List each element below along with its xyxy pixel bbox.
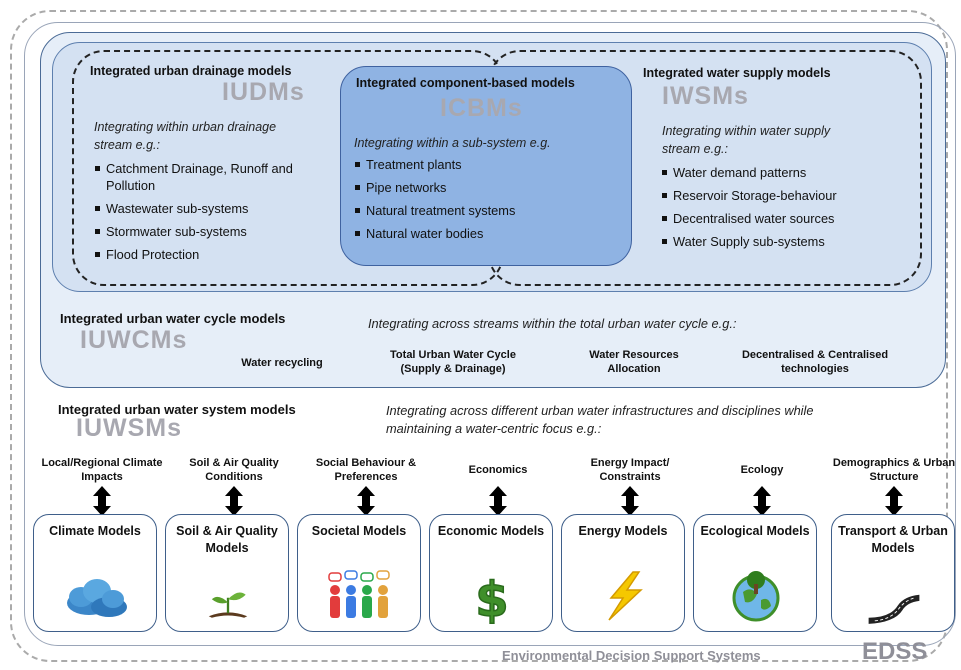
iuwcm-title: Integrated urban water cycle models: [60, 311, 286, 326]
iwsm-description: Integrating within water supply stream e…: [662, 124, 831, 156]
edss-label: Environmental Decision Support Systems: [502, 648, 761, 663]
iuwsm-frame: [24, 22, 956, 646]
iudm-list: Catchment Drainage, Runoff and Pollution…: [93, 160, 318, 269]
iudm-description: Integrating within urban drainage stream…: [94, 120, 277, 152]
impact-label-economics: Economics: [468, 464, 528, 476]
model-label: Energy Models: [578, 524, 668, 538]
list-item: Flood Protection: [93, 246, 318, 263]
iwsm-title: Integrated water supply models: [643, 66, 831, 80]
iudm-title: Integrated urban drainage models: [90, 64, 292, 78]
model-box-climate: Climate Models: [33, 514, 157, 632]
double-arrow-icon: [225, 486, 243, 516]
double-arrow-icon: [753, 486, 771, 516]
icbm-acronym: ICBMs: [440, 94, 523, 122]
model-box-energy: Energy Models: [561, 514, 685, 632]
iuwsm-acronym: IUWSMs: [76, 414, 182, 442]
impact-label-demographics: Demographics & Urban Structure: [832, 457, 956, 483]
list-item: Pipe networks: [353, 179, 623, 196]
svg-text:$: $: [475, 572, 508, 625]
impact-label-social: Social Behaviour & Preferences: [315, 457, 417, 483]
iuwcm-description: Integrating across streams within the to…: [368, 316, 737, 331]
iuwcm-item-technologies: Decentralised & Centralised technologies: [741, 349, 889, 375]
edss-acronym: EDSS: [862, 638, 928, 665]
list-item: Water demand patterns: [660, 164, 910, 181]
model-label: Economic Models: [437, 524, 545, 538]
iuwcm-item-total-cycle: Total Urban Water Cycle (Supply & Draina…: [390, 349, 516, 375]
iwsm-acronym: IWSMs: [662, 82, 749, 110]
seedling-icon: [208, 592, 248, 618]
list-item: Wastewater sub-systems: [93, 200, 318, 217]
impact-label-ecology: Ecology: [740, 464, 784, 476]
model-box-economic: Economic Models $: [429, 514, 553, 632]
icbm-frame: [340, 66, 632, 266]
list-item: Natural treatment systems: [353, 202, 623, 219]
list-item: Stormwater sub-systems: [93, 223, 318, 240]
iudm-acronym: IUDMs: [222, 78, 305, 106]
dollar-icon: $: [475, 571, 510, 625]
iuwsm-description: Integrating across different urban water…: [386, 403, 814, 436]
model-label: Ecological Models: [700, 524, 810, 538]
icbm-title: Integrated component-based models: [356, 76, 575, 90]
list-item: Treatment plants: [353, 156, 623, 173]
list-item: Water Supply sub-systems: [660, 233, 910, 250]
model-box-transport: Transport & Urban Models: [831, 514, 955, 632]
impact-label-soil-air: Soil & Air Quality Conditions: [189, 457, 279, 483]
iuwcm-item-water-recycling: Water recycling: [241, 357, 323, 369]
icbm-list: Treatment plants Pipe networks Natural t…: [353, 156, 623, 248]
model-box-societal: Societal Models: [297, 514, 421, 632]
road-icon: [868, 594, 920, 624]
list-item: Catchment Drainage, Runoff and Pollution: [93, 160, 318, 194]
iuwcm-acronym: IUWCMs: [80, 326, 188, 354]
model-label: Climate Models: [49, 524, 141, 538]
icbm-description: Integrating within a sub-system e.g.: [354, 136, 551, 150]
double-arrow-icon: [357, 486, 375, 516]
list-item: Decentralised water sources: [660, 210, 910, 227]
double-arrow-icon: [621, 486, 639, 516]
impact-label-energy: Energy Impact/ Constraints: [590, 457, 670, 483]
list-item: Reservoir Storage-behaviour: [660, 187, 910, 204]
model-box-ecological: Ecological Models: [693, 514, 817, 632]
model-box-soil-air: Soil & Air Quality Models: [165, 514, 289, 632]
model-label: Societal Models: [311, 524, 407, 538]
double-arrow-icon: [93, 486, 111, 516]
globe-tree-icon: [732, 571, 780, 622]
iuwsm-title: Integrated urban water system models: [58, 402, 296, 417]
people-icon: [328, 570, 390, 618]
cloud-icon: [67, 579, 127, 617]
double-arrow-icon: [489, 486, 507, 516]
iuwcm-item-resources: Water Resources Allocation: [589, 349, 679, 375]
model-label: Soil & Air Quality Models: [176, 524, 278, 555]
double-arrow-icon: [885, 486, 903, 516]
model-label: Transport & Urban Models: [838, 524, 948, 555]
lightning-icon: [608, 571, 643, 621]
edss-boundary: [10, 10, 948, 662]
impact-label-climate: Local/Regional Climate Impacts: [41, 457, 163, 483]
list-item: Natural water bodies: [353, 225, 623, 242]
iwsm-list: Water demand patterns Reservoir Storage-…: [660, 164, 910, 256]
